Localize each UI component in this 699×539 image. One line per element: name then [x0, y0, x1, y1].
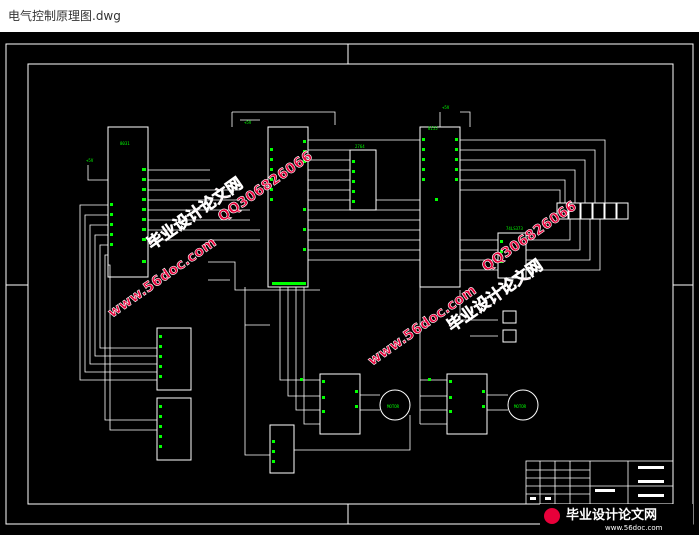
chip-label-2: 2764: [355, 144, 365, 149]
chip-label-4: 74LS373: [506, 226, 523, 231]
driver-2: [446, 373, 488, 435]
power-label-1: +5V: [86, 158, 94, 163]
power-label-3: +5V: [442, 105, 450, 110]
window-titlebar: 电气控制原理图.dwg: [0, 0, 699, 33]
outer-border: [5, 43, 694, 525]
chip-label-3: 8155: [428, 126, 438, 131]
chip-8031: [107, 126, 149, 278]
chip-label-1: 8031: [120, 141, 130, 146]
footer-logo-brand: 毕业设计论文网: [566, 507, 657, 523]
chip-right: [497, 232, 527, 279]
driver-1: [319, 373, 361, 435]
window-title: 电气控制原理图.dwg: [8, 9, 121, 23]
chip-bottom: [269, 424, 295, 474]
chip-lower-1: [156, 327, 192, 391]
footer-logo-site: www.56doc.com: [605, 524, 663, 532]
power-label-2: +5V: [244, 120, 252, 125]
motor-label-1: MOTOR: [387, 404, 400, 409]
inner-border: [27, 63, 674, 505]
motor-label-2: MOTOR: [514, 404, 527, 409]
drawing-canvas[interactable]: 8031 2764 8155 MOTOR MOTOR 74LS373 +5V +…: [0, 32, 699, 535]
motor-2: [507, 389, 539, 421]
motor-1: [379, 389, 411, 421]
logo-emblem-icon: [544, 508, 560, 524]
pin-markers: [110, 138, 503, 463]
title-block: [525, 460, 674, 505]
footer-logo: 毕业设计论文网 www.56doc.com: [540, 504, 693, 532]
schematic-drawing: 8031 2764 8155 MOTOR MOTOR 74LS373 +5V +…: [5, 43, 694, 532]
chip-8155: [419, 126, 461, 288]
chip-lower-2: [156, 397, 192, 461]
seven-seg-display: [556, 202, 629, 220]
